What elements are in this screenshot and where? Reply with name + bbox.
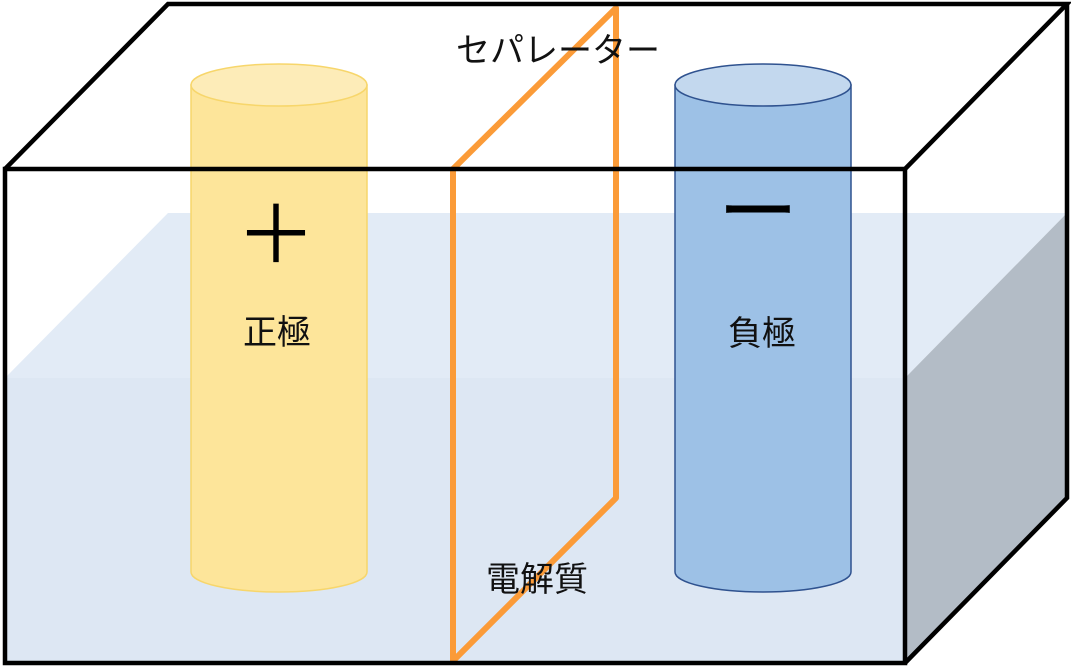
negative-electrode-top (674, 63, 852, 107)
positive-electrode-top (190, 63, 368, 107)
positive-sign: ＋ (236, 189, 316, 282)
separator (450, 5, 619, 664)
positive-label: 正極 (243, 313, 311, 353)
electrolyte-top-surface (5, 213, 1067, 378)
positive-electrode-body (190, 84, 368, 593)
electrolyte-label: 電解質 (486, 560, 588, 600)
electrolyte-side-face (905, 213, 1067, 663)
negative-sign: ー (718, 166, 798, 259)
negative-label: 負極 (728, 314, 796, 354)
container-front-face (2, 166, 908, 666)
negative-electrode (674, 63, 852, 593)
container-top-edges (3, 1, 1071, 171)
container-side-edges (903, 4, 1070, 665)
negative-electrode-body (674, 84, 852, 593)
positive-electrode (190, 63, 368, 593)
separator-label: セパレーター (456, 31, 660, 71)
